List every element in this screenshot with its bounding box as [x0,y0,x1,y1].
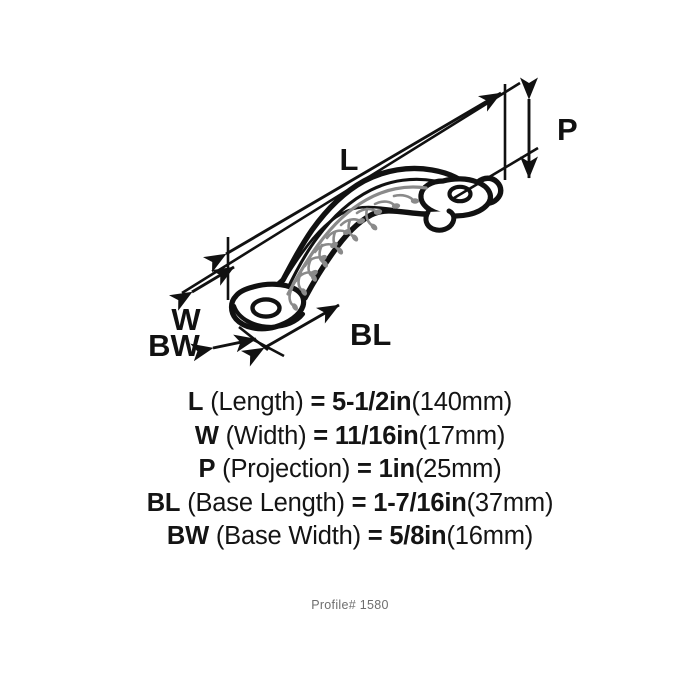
BL-arrow [240,303,340,367]
product-drawing: L P W BW [148,77,578,367]
profile-number: Profile# 1580 [311,598,389,612]
dimension-W: W [168,265,235,337]
spec-symbol: L [187,388,204,416]
spec-row-projection: P (Projection) = 1in(25mm) [0,453,700,487]
spec-row-length: L (Length) = 5-1/2in(140mm) [0,386,700,420]
spec-row-base-width: BW (Base Width) = 5/8in(16mm) [0,520,700,554]
spec-value: = 1in [357,455,415,484]
BW-arrow [190,334,257,362]
right-post-boss [423,208,457,233]
spec-name: (Base Width) [209,522,368,551]
spec-symbol: P [198,455,216,484]
BL-extension [251,337,285,358]
dimension-P: P [453,77,578,200]
spec-metric: (37mm) [466,488,554,517]
L-arrow [202,91,502,273]
spec-row-width: W (Width) = 11/16in(17mm) [0,420,700,454]
left-screw-hole [250,297,282,319]
spec-metric: (17mm) [418,421,506,450]
spec-metric: (16mm) [446,522,534,551]
handle-body [228,165,504,332]
spec-row-base-length: BL (Base Length) = 1-7/16in(37mm) [0,487,700,521]
spec-name: (Length) [203,388,311,416]
spec-symbol: BL [146,488,181,517]
W-arrow [168,265,235,311]
spec-value: = 5/8in [367,522,447,551]
dimension-label-P: P [557,112,578,147]
specification-list: L (Length) = 5-1/2in(140mm) W (Width) = … [0,386,700,554]
spec-value: = 1-7/16in [351,488,467,517]
spec-metric: (140mm) [411,388,513,416]
dimension-label-BW: BW [148,328,200,363]
spec-name: (Width) [218,421,314,450]
pull-handle-diagram: L P W BW [148,77,578,367]
spec-name: (Projection) [215,455,358,484]
spec-metric: (25mm) [414,455,502,484]
dimension-label-L: L [340,142,359,177]
spec-value: = 11/16in [313,421,419,450]
dimension-label-BL: BL [350,317,391,352]
spec-value: = 5-1/2in [310,388,412,416]
dimension-BW: BW [148,325,269,363]
spec-symbol: W [194,421,219,450]
dimension-L: L [181,81,521,300]
dimension-label-W: W [171,302,201,337]
dimension-BL: BL [240,303,391,367]
spec-name: (Base Length) [180,488,352,517]
spec-symbol: BW [166,522,209,551]
